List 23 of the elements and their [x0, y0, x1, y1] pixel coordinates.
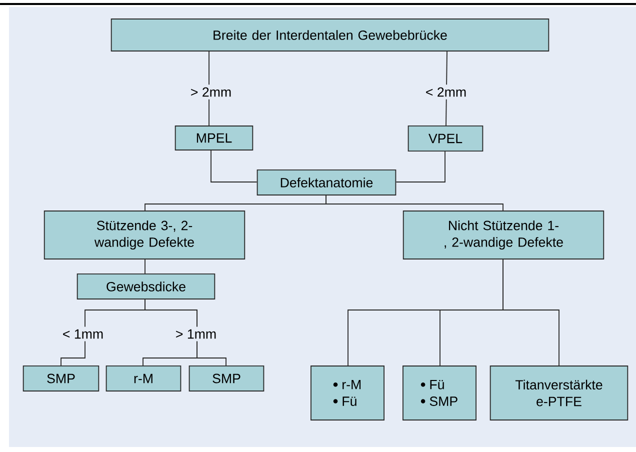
connector-line: [502, 259, 560, 366]
process-box: Gewebsdicke: [76, 274, 216, 300]
process-box: MPEL: [174, 126, 254, 150]
bullet-list-box: Fü SMP: [402, 366, 476, 420]
process-box: Defektanatomie: [256, 170, 396, 196]
edge-label: > 1mm: [172, 326, 220, 342]
connector-line: [396, 151, 446, 182]
process-box: SMP: [22, 365, 100, 392]
connector-line: [144, 259, 146, 274]
edge-label: < 2mm: [422, 84, 470, 100]
process-box: Nicht Stützende 1-, 2-wandige Defekte: [402, 210, 604, 260]
connector-line: [144, 299, 226, 366]
edge-label: > 2mm: [188, 84, 234, 100]
connector-line: [326, 195, 504, 211]
bullet-list-box: r-M Fü: [310, 366, 384, 420]
process-box: Breite der Interdentalen Gewebebrücke: [110, 18, 550, 52]
process-box: VPEL: [408, 126, 484, 152]
process-box: SMP: [188, 365, 264, 392]
process-box: Stützende 3-, 2-wandige Defekte: [44, 210, 246, 260]
edge-label: < 1mm: [60, 326, 106, 342]
process-box: r-M: [106, 365, 182, 392]
connector-line: [210, 150, 258, 182]
process-box: Titanverstärkte e-PTFE: [490, 366, 628, 420]
